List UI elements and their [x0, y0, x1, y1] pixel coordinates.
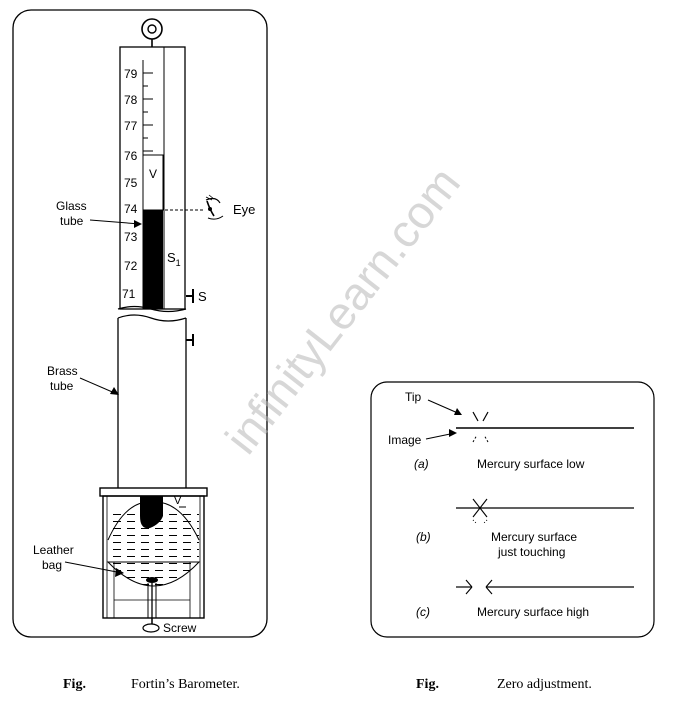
leather-bag-label-2: bag	[42, 558, 62, 572]
case-c-text: Mercury surface high	[477, 605, 589, 619]
zero-adjustment-frame	[370, 381, 655, 638]
eye-label: Eye	[233, 202, 255, 217]
image-label: Image	[388, 433, 422, 447]
tip-label: Tip	[405, 390, 422, 404]
brass-tube	[117, 314, 187, 492]
screw-icon	[142, 618, 160, 633]
scale-label-75: 75	[124, 176, 138, 190]
barometer-panel: 79 78 77 76 75 74 73 72 71 V S1 S	[12, 9, 268, 692]
zero-adjustment-panel: Tip Image (a) Mercury surface low	[370, 381, 655, 692]
case-b-diagram	[456, 498, 634, 524]
vernier-scale: V	[142, 154, 164, 211]
zero-adjustment-caption-text: Zero adjustment.	[497, 677, 592, 692]
s-label: S	[198, 289, 207, 304]
scale-label-71: 71	[122, 287, 136, 301]
screw-s-marker	[186, 289, 194, 303]
image-leader	[425, 429, 457, 440]
scale-numbers: 79 78 77 76 75 74 73 72 71	[122, 67, 138, 301]
screw-label: Screw	[163, 621, 197, 635]
eye-icon	[205, 194, 224, 220]
case-c-tag: (c)	[416, 605, 430, 619]
mercury-column	[143, 210, 163, 309]
s1-label: S1	[167, 250, 181, 268]
case-b-tag: (b)	[416, 530, 431, 544]
case-a-text: Mercury surface low	[477, 457, 585, 471]
leather-bag-label-1: Leather	[33, 543, 74, 557]
scale-label-73: 73	[124, 230, 138, 244]
scale-label-79: 79	[124, 67, 138, 81]
case-b-text-line1: Mercury surface	[491, 530, 577, 544]
glass-tube-leader	[89, 219, 142, 228]
brass-tube-leader	[79, 377, 119, 395]
v-bottom-label: V	[174, 495, 182, 507]
case-c-diagram	[456, 579, 634, 595]
scale-label-76: 76	[124, 149, 138, 163]
scale-label-78: 78	[124, 93, 138, 107]
tip-leader	[427, 399, 462, 415]
scale-label-77: 77	[124, 119, 138, 133]
brass-tube-label-1: Brass	[47, 364, 78, 378]
case-a-tag: (a)	[414, 457, 429, 471]
case-a-diagram	[456, 411, 634, 443]
barometer-caption-fig: Fig.	[63, 677, 86, 692]
barometer-frame	[12, 9, 268, 638]
s1-subscript: 1	[176, 258, 181, 268]
glass-tube-label-2: tube	[60, 214, 84, 228]
zero-adjustment-caption-fig: Fig.	[416, 677, 439, 692]
glass-tube-label-1: Glass	[56, 199, 87, 213]
suspension-ring	[141, 18, 163, 47]
barometer-caption-text: Fortin’s Barometer.	[131, 677, 240, 692]
cistern	[99, 487, 208, 625]
scale-label-72: 72	[124, 259, 138, 273]
brass-tube-label-2: tube	[50, 379, 74, 393]
upper-marker	[186, 334, 194, 346]
case-b-text-line2: just touching	[497, 545, 565, 559]
leather-bag-leader	[64, 561, 124, 577]
scale-label-74: 74	[124, 202, 138, 216]
vernier-label: V	[149, 167, 157, 181]
